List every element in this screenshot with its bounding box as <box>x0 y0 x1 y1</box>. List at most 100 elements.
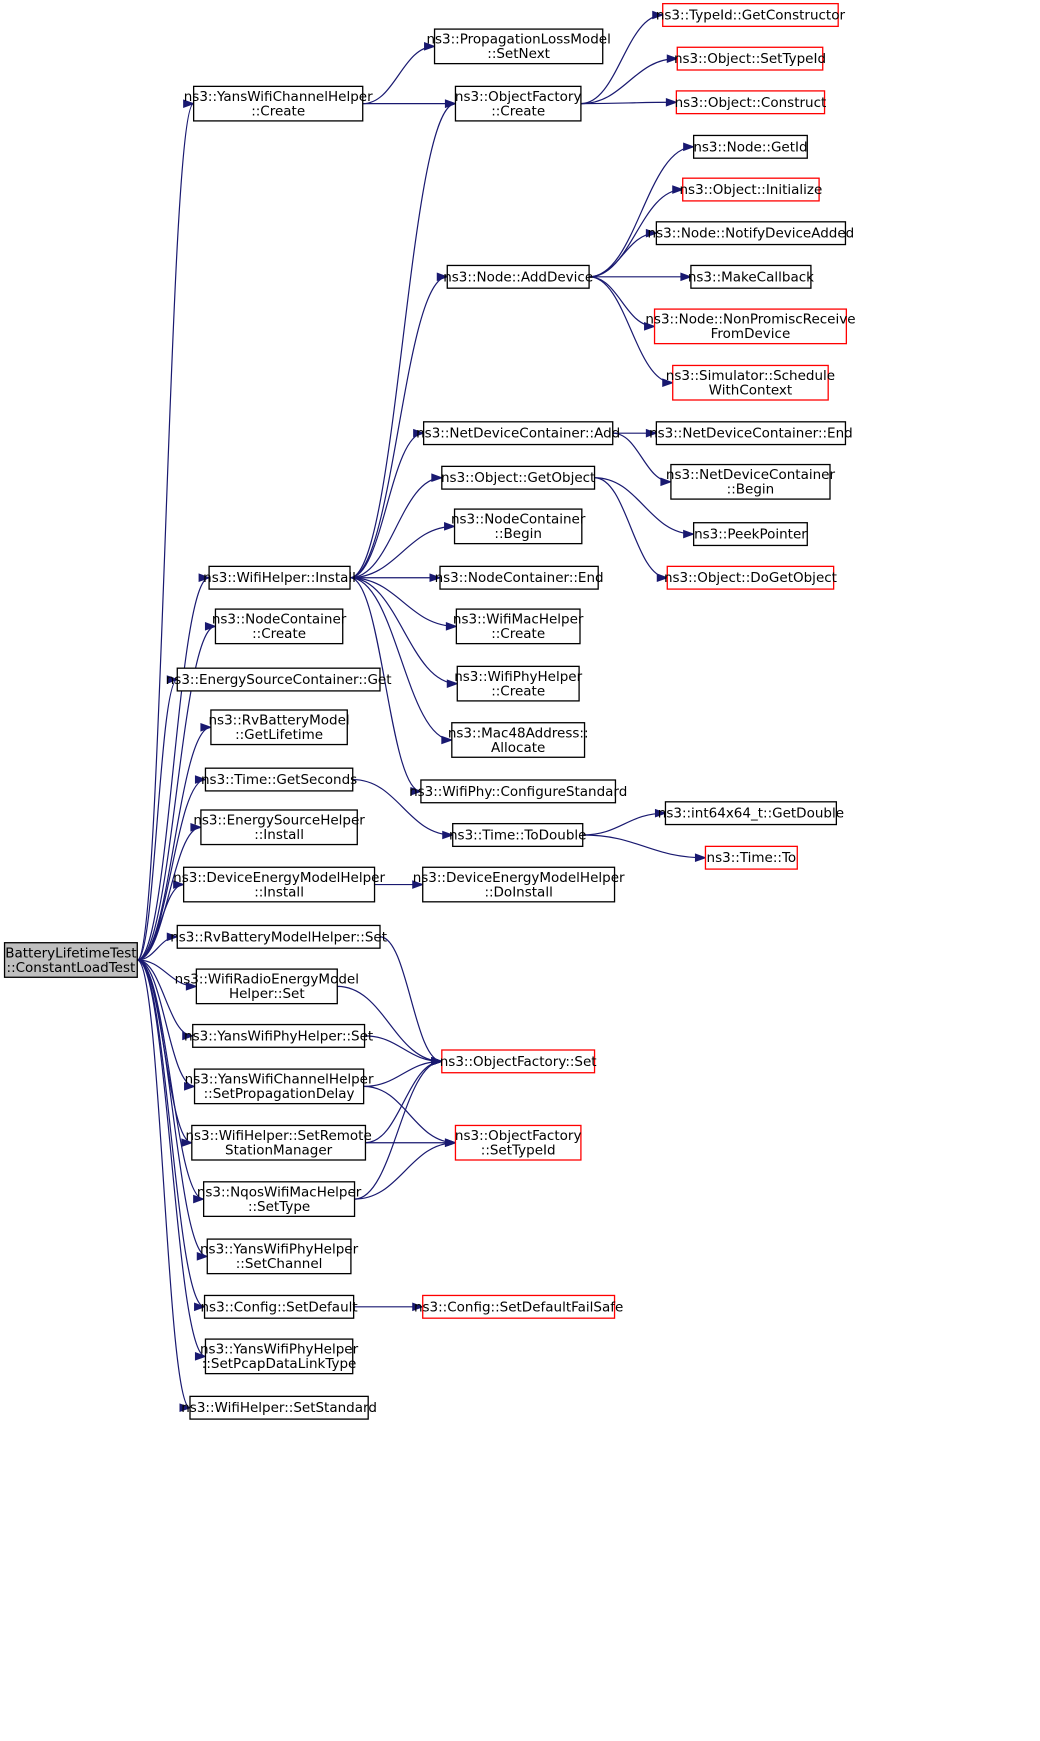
node-label: FromDevice <box>711 326 791 342</box>
node-ndc-begin[interactable]: ns3::NetDeviceContainer::Begin <box>666 463 836 500</box>
node-box <box>653 308 848 345</box>
node-int64-getdouble[interactable]: ns3::int64x64_t::GetDouble <box>658 801 844 826</box>
arrow-head-icon <box>656 573 669 583</box>
node-config-setdefault[interactable]: ns3::Config::SetDefault <box>200 1294 358 1319</box>
arrow-head-icon <box>179 1403 192 1413</box>
call-edge <box>582 834 707 863</box>
node-demh-doinstall[interactable]: ns3::DeviceEnergyModelHelper::DoInstall <box>413 866 625 903</box>
node-box <box>189 1395 369 1420</box>
call-edge <box>374 880 425 889</box>
node-object-getobject[interactable]: ns3::Object::GetObject <box>441 465 595 490</box>
call-edge <box>349 272 449 579</box>
node-wifihelper-install[interactable]: ns3::WifiHelper::Install <box>203 565 356 590</box>
node-objfactory-settypeid[interactable]: ns3::ObjectFactory::SetTypeId <box>454 1124 582 1161</box>
call-edge <box>349 99 457 579</box>
node-label: ::Create <box>491 683 545 699</box>
node-time-to[interactable]: ns3::Time::To <box>704 845 798 870</box>
node-box <box>195 968 338 1005</box>
node-objfactory-set[interactable]: ns3::ObjectFactory::Set <box>440 1049 597 1074</box>
node-label: ::SetType <box>248 1199 310 1215</box>
node-yansphy-setpcap[interactable]: ns3::YansWifiPhyHelper::SetPcapDataLinkT… <box>200 1338 359 1375</box>
node-rvbmh-set[interactable]: ns3::RvBatteryModelHelper::Set <box>170 924 387 949</box>
arrow-head-icon <box>445 622 458 631</box>
node-wifiphy-configstd[interactable]: ns3::WifiPhy::ConfigureStandard <box>409 779 627 804</box>
edge-line <box>362 45 435 105</box>
node-object-construct[interactable]: ns3::Object::Construct <box>675 90 827 115</box>
call-edge <box>353 1302 425 1312</box>
node-box <box>451 722 586 758</box>
node-rvbattery-getlifetime[interactable]: ns3::RvBatteryModel::GetLifetime <box>209 709 350 746</box>
node-nodecontainer-create[interactable]: ns3::NodeContainer::Create <box>212 608 347 645</box>
edge-line <box>137 577 210 961</box>
call-edge <box>137 959 198 991</box>
call-edge <box>137 932 179 961</box>
node-makecallback[interactable]: ns3::MakeCallback <box>688 264 814 289</box>
node-label: Helper::Set <box>229 986 305 1002</box>
node-objfactory-create[interactable]: ns3::ObjectFactory::Create <box>454 85 582 122</box>
node-label: ns3::int64x64_t::GetDouble <box>658 806 844 822</box>
arrow-head-icon <box>444 1138 457 1148</box>
arrow-head-icon <box>204 622 217 631</box>
node-label: ns3::Node::NonPromiscReceive <box>645 312 855 328</box>
arrow-head-icon <box>193 1194 206 1204</box>
node-typeid-getctor[interactable]: ns3::TypeId::GetConstructor <box>656 2 846 28</box>
node-mac48-allocate[interactable]: ns3::Mac48Address::Allocate <box>448 722 589 758</box>
node-object-dogetobject[interactable]: ns3::Object::DoGetObject <box>664 565 837 590</box>
node-ndc-end[interactable]: ns3::NetDeviceContainer::End <box>649 421 853 446</box>
node-config-setdefaultfailsafe[interactable]: ns3::Config::SetDefaultFailSafe <box>414 1294 623 1319</box>
node-node-getid[interactable]: ns3::Node::GetId <box>692 134 808 159</box>
node-prop-setnext[interactable]: ns3::PropagationLossModel::SetNext <box>426 28 611 65</box>
node-node-notify[interactable]: ns3::Node::NotifyDeviceAdded <box>648 221 855 246</box>
node-label: ns3::ObjectFactory <box>455 89 582 105</box>
node-esc-get[interactable]: ns3::EnergySourceContainer::Get <box>166 667 392 692</box>
node-yanschan-setpropdelay[interactable]: ns3::YansWifiChannelHelper::SetPropagati… <box>185 1068 374 1105</box>
node-label: ::Create <box>491 103 545 119</box>
node-label: ::Begin <box>494 526 542 542</box>
node-peekpointer[interactable]: ns3::PeekPointer <box>692 522 808 547</box>
node-box <box>433 28 604 65</box>
node-wifihelper-setstandard[interactable]: ns3::WifiHelper::SetStandard <box>181 1395 377 1420</box>
node-label: ns3::Time::To <box>707 850 797 866</box>
node-energysourcehelper-install[interactable]: ns3::EnergySourceHelper::Install <box>193 809 365 846</box>
arrow-head-icon <box>181 1138 194 1148</box>
node-box <box>676 46 824 71</box>
node-label: ns3::Object::Initialize <box>679 182 822 198</box>
node-box <box>182 866 376 903</box>
edge-line <box>580 101 677 105</box>
node-wifimac-create[interactable]: ns3::WifiMacHelper::Create <box>453 608 584 645</box>
node-label: ns3::MakeCallback <box>688 269 814 285</box>
node-label: ::DoInstall <box>484 884 552 900</box>
edge-line <box>349 477 442 579</box>
arrow-head-icon <box>683 529 696 539</box>
node-nodecontainer-end[interactable]: ns3::NodeContainer::End <box>435 565 604 590</box>
node-root[interactable]: BatteryLifetimeTest::ConstantLoadTest <box>3 942 138 978</box>
node-box <box>672 364 829 401</box>
node-label: ns3::NetDeviceContainer::Add <box>416 426 620 442</box>
node-label: ns3::Object::SetTypeId <box>674 51 826 67</box>
node-wifiphy-create[interactable]: ns3::WifiPhyHelper::Create <box>454 665 583 702</box>
node-time-todouble[interactable]: ns3::Time::ToDouble <box>449 822 586 848</box>
edge-line <box>354 1060 442 1200</box>
node-label: ns3::RvBatteryModel <box>209 713 350 729</box>
node-label: StationManager <box>225 1142 333 1158</box>
arrow-head-icon <box>683 142 696 152</box>
node-yansphy-set[interactable]: ns3::YansWifiPhyHelper::Set <box>184 1023 373 1048</box>
node-yansphy-setchannel[interactable]: ns3::YansWifiPhyHelper::SetChannel <box>200 1238 359 1275</box>
node-nqos-settype[interactable]: ns3::NqosWifiMacHelper::SetType <box>197 1181 362 1218</box>
node-box <box>420 779 617 804</box>
node-object-settypeid[interactable]: ns3::Object::SetTypeId <box>674 46 826 71</box>
node-box <box>662 2 839 28</box>
node-yans-channel-create[interactable]: ns3::YansWifiChannelHelper::Create <box>184 85 373 122</box>
node-node-adddevice[interactable]: ns3::Node::AddDevice <box>443 264 593 289</box>
call-edge <box>136 959 192 1413</box>
node-nodecontainer-begin[interactable]: ns3::NodeContainer::Begin <box>451 508 586 545</box>
node-object-initialize[interactable]: ns3::Object::Initialize <box>679 177 822 202</box>
node-time-getseconds[interactable]: ns3::Time::GetSeconds <box>201 767 357 792</box>
node-ndc-add[interactable]: ns3::NetDeviceContainer::Add <box>416 421 620 446</box>
node-demh-install[interactable]: ns3::DeviceEnergyModelHelper::Install <box>173 866 385 903</box>
